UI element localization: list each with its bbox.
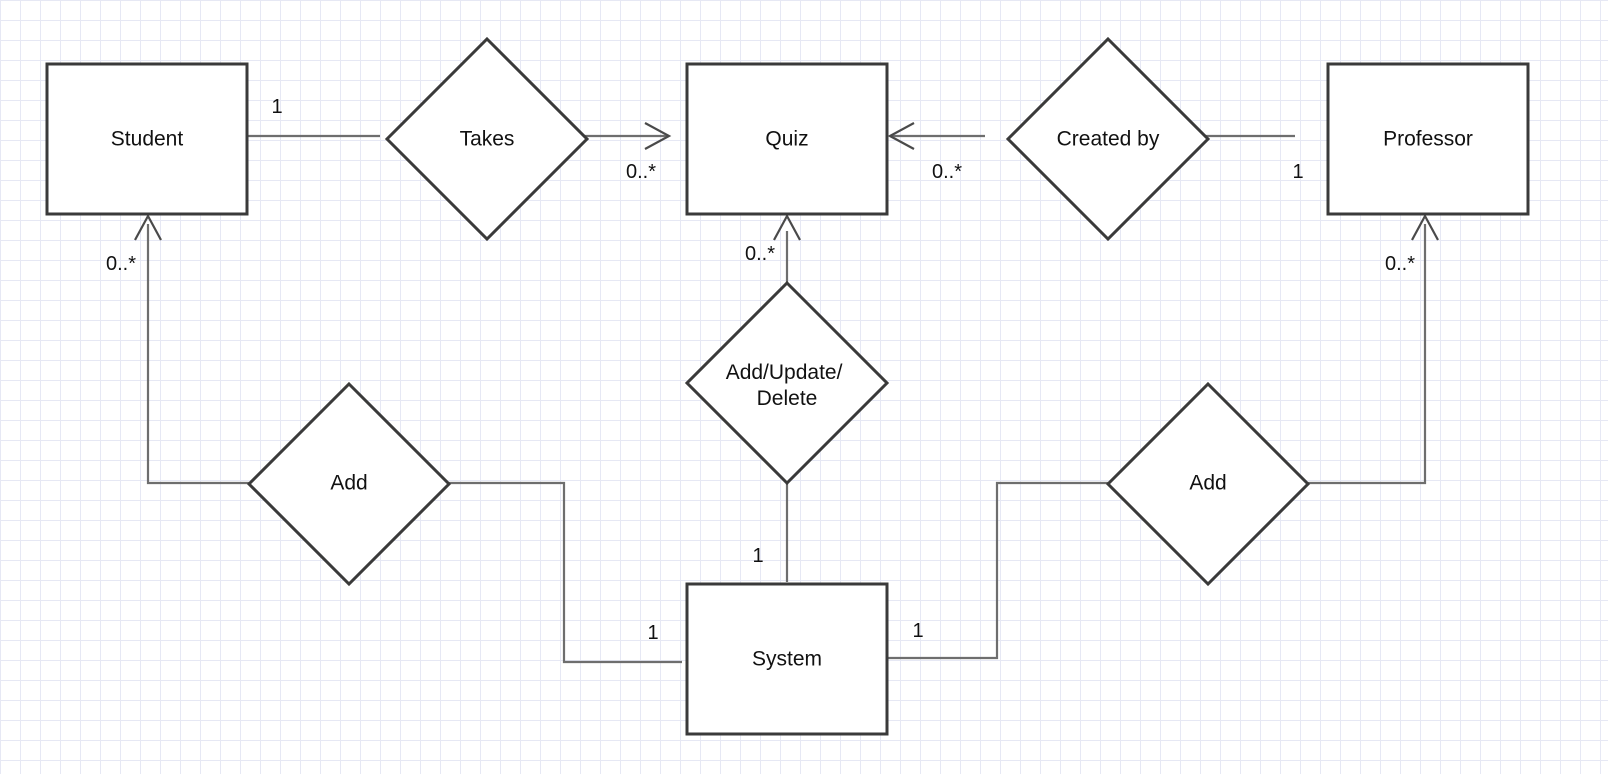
relationship-add-professor[interactable]: Add (1105, 381, 1311, 587)
multiplicity-labels: 1 0..* 0..* 1 0..* 1 0..* 1 0..* 1 (106, 96, 1415, 644)
add-update-delete-diamond (684, 280, 890, 486)
quiz-bottom-arrowhead (773, 213, 801, 241)
relationship-created-by[interactable]: Created by (1005, 36, 1211, 242)
entity-system[interactable]: System (685, 582, 889, 736)
entity-professor[interactable]: Professor (1326, 62, 1530, 216)
mult-system-add-professor: 1 (912, 620, 923, 642)
professor-label: Professor (1383, 128, 1473, 151)
takes-diamond (384, 36, 590, 242)
add-update-delete-line-2: Delete (757, 387, 818, 410)
mult-takes-quiz: 0..* (626, 161, 656, 183)
system-box (685, 582, 889, 736)
mult-add-student: 0..* (106, 253, 136, 275)
relationship-add-student[interactable]: Add (246, 381, 452, 587)
mult-professor-createdby: 1 (1292, 161, 1303, 183)
quiz-label: Quiz (765, 128, 808, 151)
mult-aud-quiz: 0..* (745, 243, 775, 265)
entity-quiz[interactable]: Quiz (685, 62, 889, 216)
created-by-diamond (1005, 36, 1211, 242)
add-student-diamond (246, 381, 452, 587)
add-professor-label: Add (1189, 472, 1226, 495)
quiz-left-arrowhead (644, 122, 672, 150)
professor-box (1326, 62, 1530, 216)
relationship-add-update-delete[interactable]: Add/Update/ Delete (684, 280, 890, 486)
mult-system-add-student: 1 (647, 622, 658, 644)
add-professor-diamond (1105, 381, 1311, 587)
arrowheads (134, 122, 1439, 241)
student-bottom-arrowhead (134, 213, 162, 241)
student-label: Student (111, 128, 184, 151)
professor-bottom-arrowhead (1411, 213, 1439, 241)
mult-add-professor: 0..* (1385, 253, 1415, 275)
entity-student[interactable]: Student (45, 62, 249, 216)
add-student-label: Add (330, 472, 367, 495)
mult-student-takes: 1 (271, 96, 282, 118)
quiz-right-arrowhead (887, 122, 915, 150)
add-update-delete-label: Add/Update/ Delete (726, 361, 849, 410)
takes-label: Takes (460, 128, 515, 151)
relationship-takes[interactable]: Takes (384, 36, 590, 242)
student-box (45, 62, 249, 216)
system-add-professor-line (886, 481, 1108, 660)
add-update-delete-line-1: Add/Update/ (726, 361, 843, 384)
add-professor-line (1306, 224, 1427, 485)
mult-createdby-quiz: 0..* (932, 161, 962, 183)
quiz-box (685, 62, 889, 216)
system-add-student-line (447, 481, 682, 664)
add-student-line (146, 224, 249, 485)
connectors (146, 134, 1427, 664)
mult-system-aud: 1 (752, 545, 763, 567)
created-by-label: Created by (1057, 128, 1160, 151)
system-label: System (752, 648, 822, 671)
